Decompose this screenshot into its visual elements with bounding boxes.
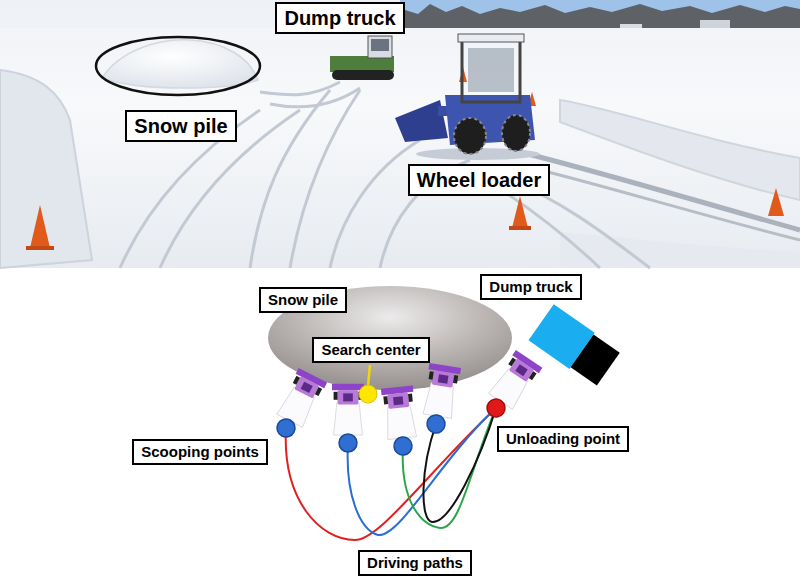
loader-wheel [293, 376, 300, 385]
scooping-point [339, 434, 357, 452]
loader-wheel [383, 396, 388, 404]
cone [512, 196, 528, 228]
path-line [348, 408, 496, 535]
loader-wheel [334, 392, 338, 400]
loader-cab [338, 390, 359, 404]
snow-pile [268, 286, 512, 390]
truck-window [371, 39, 389, 51]
cab-frame [462, 40, 520, 102]
loader-bucket [332, 384, 364, 390]
loader-shape [421, 363, 461, 419]
track [250, 90, 330, 268]
loader-window [343, 393, 353, 401]
loader-wheel [529, 371, 537, 380]
loader-window [438, 374, 449, 383]
scooping-point [393, 436, 413, 456]
label-box: Dump truck [275, 2, 404, 34]
dump-truck-icon [529, 304, 621, 387]
loader-body [334, 403, 363, 435]
loader-cab [387, 392, 409, 408]
label-box: Dump truck [480, 274, 581, 300]
label-text: Dump truck [489, 278, 572, 296]
loader-window [515, 364, 527, 376]
label-text: Snow pile [268, 291, 338, 309]
loader-shape [381, 385, 418, 439]
loader-icon [419, 363, 461, 435]
track [260, 82, 340, 95]
cone-base [26, 246, 54, 250]
label-box: Scooping points [132, 439, 268, 465]
cab-roof [458, 34, 524, 42]
label-text: Scooping points [141, 443, 259, 461]
label-box: Snow pile [125, 110, 236, 142]
track [270, 88, 360, 107]
loader-wheel [453, 375, 458, 384]
snow-photo [0, 0, 800, 268]
plow-line [520, 152, 800, 230]
label-text: Search center [321, 341, 420, 359]
loader-icon [268, 368, 327, 443]
cone-base [509, 226, 531, 230]
loader-icon [478, 350, 543, 424]
highlight-ellipse [96, 37, 260, 95]
unloading-point [484, 396, 509, 421]
loader-bucket [296, 368, 327, 388]
cone [30, 205, 50, 248]
snow-bank [0, 70, 92, 268]
label-box: Wheel loader [408, 164, 550, 196]
track [290, 90, 360, 268]
traffic-cones [26, 67, 784, 250]
track [120, 110, 260, 268]
loader-body [384, 405, 416, 440]
wheel-loader-photo [395, 34, 540, 160]
track [330, 140, 420, 268]
label-box: Snow pile [259, 287, 347, 313]
loader-wheel [429, 371, 434, 380]
cab-glass [468, 48, 514, 92]
loader-wheel [408, 394, 413, 402]
label-text: Wheel loader [417, 168, 541, 192]
dump-truck-photo [330, 36, 394, 80]
tire-tracks [120, 82, 650, 268]
loader-window [393, 396, 403, 405]
search-center-dot [359, 385, 377, 403]
tree-line [400, 4, 800, 30]
label-box: Driving paths [358, 550, 472, 576]
loader-bucket [381, 385, 413, 395]
scooping-point [274, 416, 298, 440]
truck-cab [571, 334, 620, 385]
path-line [423, 408, 496, 522]
snow-field [0, 0, 800, 268]
loader-body [423, 382, 456, 418]
label-box: Search center [312, 337, 429, 363]
cone [768, 188, 784, 216]
label-text: Unloading point [506, 430, 620, 448]
plow-line [540, 170, 800, 240]
truck-cab [368, 36, 392, 58]
label-box: Unloading point [497, 426, 629, 452]
wheel [502, 115, 530, 151]
label-text: Driving paths [367, 554, 463, 572]
loader-window [301, 382, 313, 393]
leader-line [368, 365, 370, 386]
loader-wheel [315, 387, 322, 396]
truck-track [332, 70, 394, 80]
scooping-point [426, 414, 447, 435]
path-line [403, 408, 496, 528]
loader-wheel [508, 358, 516, 367]
label-text: Snow pile [134, 114, 227, 138]
schematic [268, 286, 621, 540]
snow-pile [102, 40, 258, 88]
loader-icon [381, 385, 420, 456]
label-text: Dump truck [284, 6, 395, 30]
wheel [454, 118, 486, 154]
